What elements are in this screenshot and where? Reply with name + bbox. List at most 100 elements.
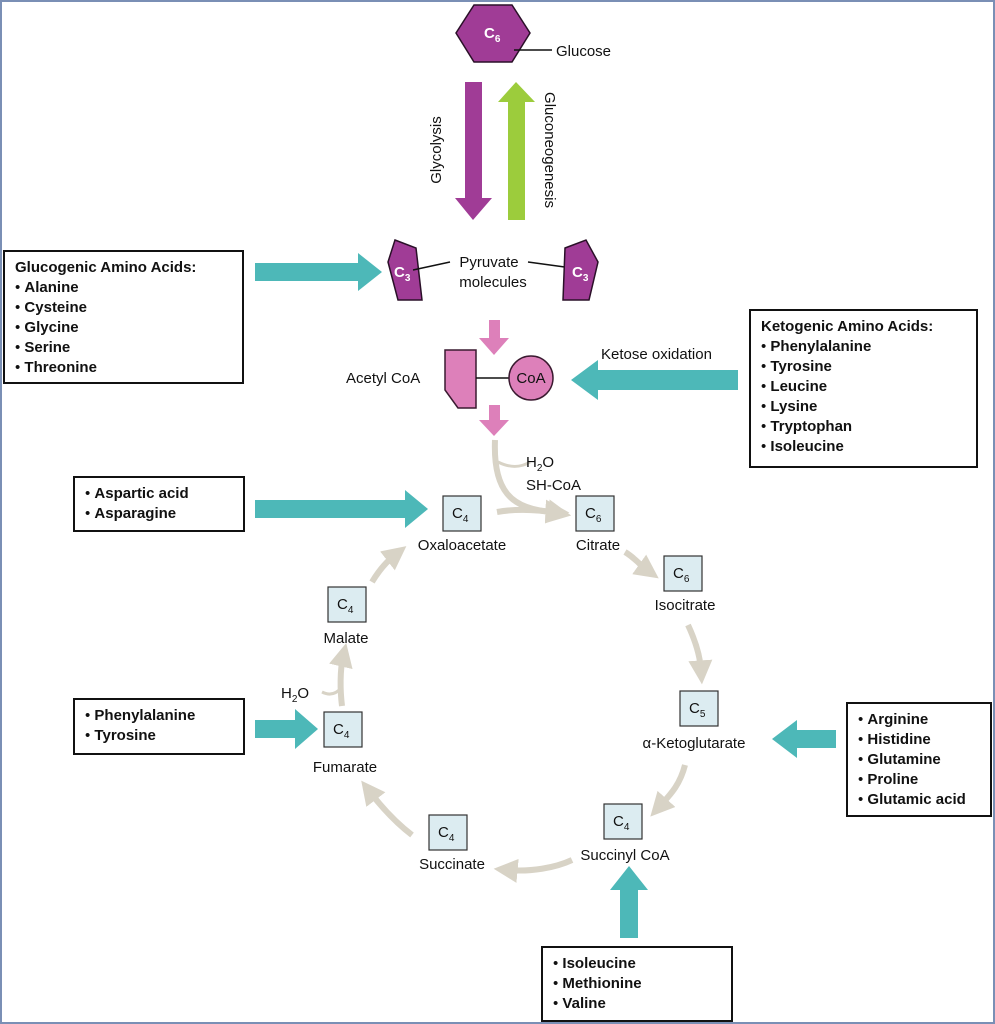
ketogenic-item: Leucine xyxy=(761,377,966,397)
malate-label: Malate xyxy=(323,630,368,647)
pyruvate-left-shape xyxy=(387,239,423,301)
oxaloacetate-label: Oxaloacetate xyxy=(418,537,506,554)
glycolysis-label: Glycolysis xyxy=(428,116,445,184)
oxaloacetate-input-box: Aspartic acid Asparagine xyxy=(73,476,245,532)
malate-c: C xyxy=(337,596,348,613)
glucogenic-arrow xyxy=(255,253,382,291)
glucogenic-title: Glucogenic Amino Acids: xyxy=(15,259,197,276)
h2o-fum-sub: 2 xyxy=(292,694,298,705)
succinate-c: C xyxy=(438,824,449,841)
succinate-to-fumarate-arrow xyxy=(361,780,414,838)
succinyl-input-item: Valine xyxy=(553,994,721,1014)
h2o-fum-o: O xyxy=(297,685,309,702)
ketoglutarate-input-item: Proline xyxy=(858,770,980,790)
fumarate-input-box: Phenylalanine Tyrosine xyxy=(73,698,245,755)
fumarate-sub: 4 xyxy=(344,730,350,741)
ketogenic-item: Lysine xyxy=(761,397,966,417)
glucose-carbon-sub: 6 xyxy=(495,34,501,45)
svg-text:C4: C4 xyxy=(613,813,630,833)
gluconeogenesis-arrow xyxy=(498,82,535,220)
ketogenic-item: Phenylalanine xyxy=(761,337,966,357)
oxaloacetate-carbon-box xyxy=(442,495,482,532)
ketoglutarate-label: α-Ketoglutarate xyxy=(643,735,746,752)
malate-to-oxaloacetate-arrow xyxy=(369,546,407,584)
ketogenic-arrow xyxy=(571,360,738,400)
glucose-hexagon xyxy=(455,4,531,63)
fumarate-input-item: Tyrosine xyxy=(85,726,233,746)
coa-circle xyxy=(508,355,554,401)
ketogenic-item: Isoleucine xyxy=(761,437,966,457)
svg-text:C4: C4 xyxy=(452,505,469,525)
pyruvate-right-shape xyxy=(562,239,599,301)
ketogenic-item: Tryptophan xyxy=(761,417,966,437)
citrate-c: C xyxy=(585,505,596,522)
pyruvate-right-carbon-sub: 3 xyxy=(583,273,589,284)
oxaloacetate-input-arrow xyxy=(255,490,428,528)
oxaloacetate-c: C xyxy=(452,505,463,522)
ketogenic-title: Ketogenic Amino Acids: xyxy=(761,318,934,335)
glucogenic-item: Serine xyxy=(15,338,232,358)
ketoglutarate-input-box: Arginine Histidine Glutamine Proline Glu… xyxy=(846,702,992,817)
shcoa-label: SH-CoA xyxy=(526,477,581,494)
svg-text:C3: C3 xyxy=(572,264,589,284)
succinate-label: Succinate xyxy=(419,856,485,873)
fumarate-input-arrow xyxy=(255,709,318,749)
ketoglutarate-input-item: Glutamine xyxy=(858,750,980,770)
ketoglutarate-input-item: Glutamic acid xyxy=(858,790,980,810)
ketogenic-item: Tyrosine xyxy=(761,357,966,377)
isocitrate-label: Isocitrate xyxy=(655,597,716,614)
ketoglutarate-carbon-box xyxy=(679,690,719,727)
pyruvate-left-carbon-sub: 3 xyxy=(405,273,411,284)
pyruvate-left-leader xyxy=(412,261,451,271)
pyruvate-label-line2: molecules xyxy=(459,274,527,291)
glucogenic-item: Cysteine xyxy=(15,298,232,318)
h2o-fum-h: H xyxy=(281,685,292,702)
glycolysis-arrow xyxy=(455,82,492,220)
svg-text:H2O: H2O xyxy=(526,454,554,474)
citrate-carbon-box xyxy=(575,495,615,532)
succinyl-label: Succinyl CoA xyxy=(580,847,669,864)
svg-text:C3: C3 xyxy=(394,264,411,284)
malate-carbon-box xyxy=(327,586,367,623)
ketogenic-amino-acids-box: Ketogenic Amino Acids: Phenylalanine Tyr… xyxy=(749,309,978,468)
succinate-carbon-box xyxy=(428,814,468,851)
ketoglutarate-c: C xyxy=(689,700,700,717)
succinyl-input-arrow xyxy=(610,866,648,938)
oxaloacetate-input-item: Aspartic acid xyxy=(85,484,233,504)
pyruvate-left-carbon: C xyxy=(394,264,405,281)
ketoglutarate-to-succinyl-arrow xyxy=(650,764,688,817)
pyruvate-right-carbon: C xyxy=(572,264,583,281)
fumarate-label: Fumarate xyxy=(313,759,377,776)
acetyl-to-cycle-arrow xyxy=(479,405,509,436)
pyruvate-to-acetyl-arrow xyxy=(479,320,509,355)
svg-text:C4: C4 xyxy=(438,824,455,844)
isocitrate-c: C xyxy=(673,565,684,582)
svg-text:H2O: H2O xyxy=(281,685,309,705)
glucogenic-amino-acids-box: Glucogenic Amino Acids: Alanine Cysteine… xyxy=(3,250,244,384)
succinate-sub: 4 xyxy=(449,833,455,844)
fumarate-carbon-box xyxy=(323,711,363,748)
h2o-shcoa-branch xyxy=(497,460,531,468)
glucose-carbon: C xyxy=(484,25,495,42)
citrate-sub: 6 xyxy=(596,514,602,525)
pyruvate-label-line1: Pyruvate xyxy=(459,254,518,271)
h2o-fumarate-branch xyxy=(321,686,343,696)
citrate-to-isocitrate-arrow xyxy=(623,549,659,579)
isocitrate-carbon-box xyxy=(663,555,703,592)
citrate-label: Citrate xyxy=(576,537,620,554)
acetyl-coa-label: Acetyl CoA xyxy=(346,370,420,387)
oxaloacetate-sub: 4 xyxy=(463,514,469,525)
ketoglutarate-input-item: Histidine xyxy=(858,730,980,750)
svg-text:C6: C6 xyxy=(484,25,501,45)
h2o-in-h: H xyxy=(526,454,537,471)
svg-text:C6: C6 xyxy=(673,565,690,585)
fumarate-to-malate-arrow xyxy=(329,642,353,707)
svg-text:C4: C4 xyxy=(333,721,350,741)
succinyl-c: C xyxy=(613,813,624,830)
oxaloacetate-to-citrate-arrow xyxy=(496,499,572,524)
oxaloacetate-input-item: Asparagine xyxy=(85,504,233,524)
h2o-in-o: O xyxy=(542,454,554,471)
glucogenic-item: Alanine xyxy=(15,278,232,298)
